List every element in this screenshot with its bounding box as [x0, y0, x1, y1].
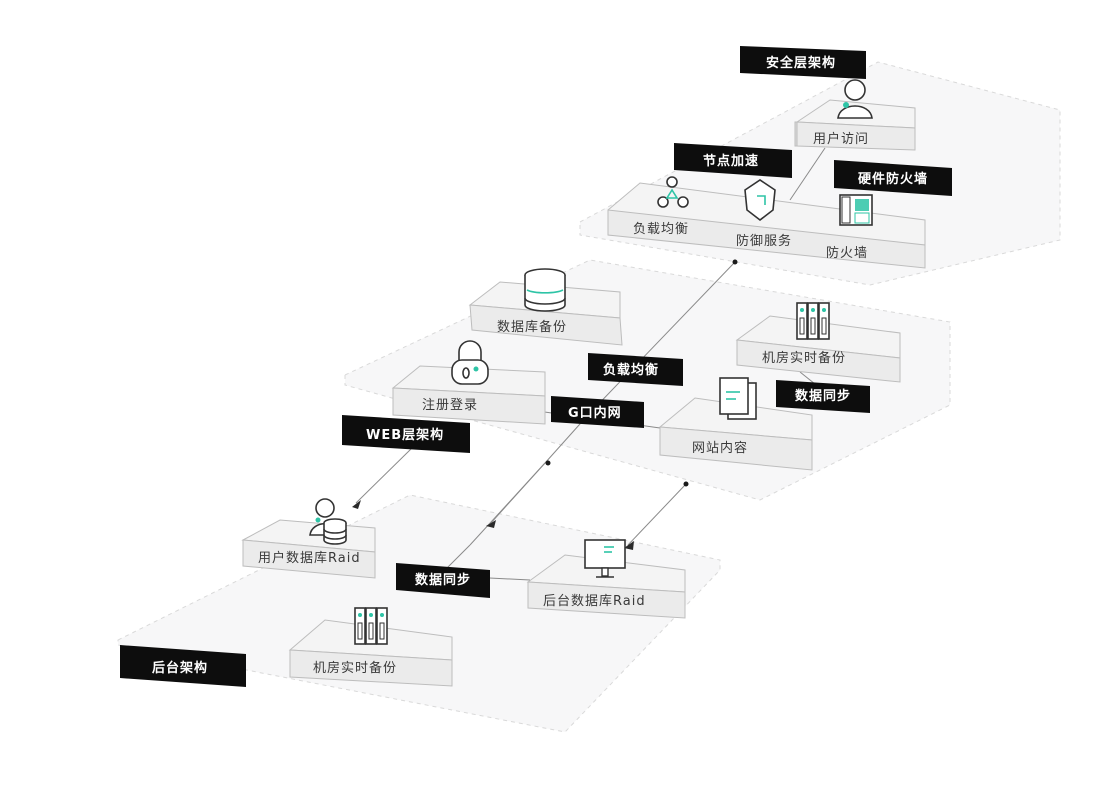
node-label: 防火墙 [826, 245, 868, 261]
tag-security-layer: 安全层架构 [740, 46, 866, 79]
user-icon [837, 79, 873, 119]
monitor-icon [584, 539, 626, 578]
node-label: 网站内容 [692, 440, 748, 456]
node-label: 机房实时备份 [762, 350, 846, 366]
network-icon [657, 176, 689, 208]
node-label: 用户访问 [813, 131, 869, 147]
svg-text:数据同步: 数据同步 [795, 388, 851, 404]
svg-text:节点加速: 节点加速 [703, 153, 759, 169]
arrow-head [624, 541, 634, 550]
arrow-head [352, 500, 361, 509]
node-user-db-raid[interactable]: 用户数据库Raid [241, 519, 376, 579]
node-label: 防御服务 [736, 233, 792, 249]
svg-text:后台架构: 后台架构 [152, 660, 208, 676]
node-label: 机房实时备份 [313, 660, 397, 676]
server-rack-icon [796, 302, 830, 340]
server-rack-icon [354, 607, 388, 645]
tag-load-balancing: 负载均衡 [588, 353, 683, 386]
svg-text:硬件防火墙: 硬件防火墙 [858, 171, 928, 187]
junction-dot [683, 481, 689, 487]
shield-icon [744, 179, 776, 222]
node-label: 用户数据库Raid [258, 550, 361, 566]
arrow-head [486, 520, 496, 528]
tag-hardware-firewall: 硬件防火墙 [834, 160, 952, 196]
svg-text:数据同步: 数据同步 [415, 572, 471, 588]
svg-text:安全层架构: 安全层架构 [766, 55, 836, 71]
firewall-icon [839, 194, 873, 226]
node-label: 后台数据库Raid [543, 593, 646, 609]
tag-node-acceleration: 节点加速 [674, 143, 792, 178]
svg-text:负载均衡: 负载均衡 [603, 362, 659, 378]
node-backend-db-raid[interactable]: 后台数据库Raid [526, 554, 686, 619]
tag-web-layer: WEB层架构 [342, 415, 470, 453]
backend-layer-plane [117, 494, 721, 733]
tag-data-sync-backend: 数据同步 [396, 563, 490, 598]
tag-backend-layer: 后台架构 [120, 645, 246, 687]
tag-data-sync-web: 数据同步 [776, 380, 870, 413]
junction-dot [545, 460, 551, 466]
node-label: 数据库备份 [497, 319, 567, 335]
database-icon [524, 268, 566, 312]
user-database-icon [309, 498, 347, 545]
tag-g-intranet: G口内网 [551, 396, 644, 428]
node-label: 负载均衡 [633, 222, 689, 237]
svg-text:WEB层架构: WEB层架构 [366, 427, 444, 443]
node-label: 注册登录 [422, 398, 478, 413]
svg-text:G口内网: G口内网 [568, 405, 622, 421]
junction-dot [732, 259, 738, 265]
lock-icon [451, 340, 489, 385]
document-icon [719, 377, 757, 420]
